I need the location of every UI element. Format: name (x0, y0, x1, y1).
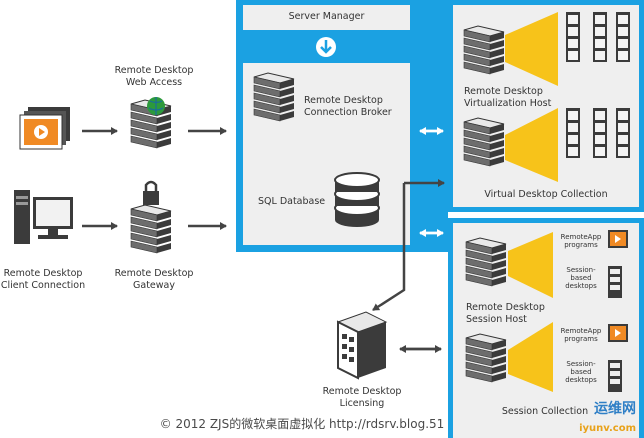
remoteapp-programs-label-1: RemoteApp programs (560, 233, 602, 249)
remoteapp-icon-2 (608, 324, 628, 342)
vm-rack-icon-2 (566, 108, 630, 158)
session-host-2-beam (508, 322, 553, 392)
session-host-2-icon (465, 333, 507, 383)
watermark-text: © 2012 ZJS的微软桌面虚拟化 http://rdsrv.blog.51 (159, 417, 445, 431)
session-host-label: Remote Desktop Session Host (466, 302, 545, 325)
session-desktops-label-2: Session- based desktops (565, 360, 597, 384)
session-desktop-icon-1 (608, 266, 622, 298)
client-pc-icon (14, 190, 73, 244)
sql-database-icon (334, 172, 380, 227)
watermark-logo-url: iyunv.com (579, 423, 636, 434)
web-access-server-icon (130, 97, 172, 149)
web-access-label: Remote Desktop Web Access (114, 65, 194, 88)
virtualization-host-2-icon (463, 117, 505, 167)
web-client-icon (19, 107, 70, 150)
session-host-1-icon (465, 237, 507, 287)
server-manager-label: Server Manager (288, 11, 365, 22)
server-manager-bar[interactable] (243, 5, 410, 30)
virtual-desktop-collection-label: Virtual Desktop Collection (484, 189, 608, 200)
virtualization-host-2-beam (505, 108, 558, 182)
gateway-label: Remote Desktop Gateway (114, 268, 194, 291)
virtualization-host-1-beam (505, 12, 558, 86)
virtualization-host-label: Remote Desktop Virtualization Host (464, 86, 552, 109)
connection-broker-label: Remote Desktop Connection Broker (304, 95, 392, 118)
virtualization-host-1-icon (463, 25, 505, 75)
session-collection-label: Session Collection (501, 406, 589, 417)
server-manager-down-icon (316, 37, 336, 57)
sql-database-label: SQL Database (258, 196, 326, 207)
vm-rack-icon (566, 12, 630, 62)
licensing-server-icon (336, 311, 388, 380)
client-connection-label: Remote Desktop Client Connection (0, 268, 86, 291)
watermark-logo-text: 运维网 (594, 401, 636, 417)
licensing-label: Remote Desktop Licensing (322, 386, 402, 409)
connection-broker-icon (253, 72, 295, 122)
remoteapp-programs-label-2: RemoteApp programs (560, 327, 602, 343)
remoteapp-icon-1 (608, 230, 628, 248)
watermark-logo: 运维网 iyunv.com (546, 398, 636, 434)
session-desktops-label-1: Session- based desktops (565, 266, 597, 290)
gateway-server-icon (130, 180, 172, 254)
session-host-1-beam (508, 232, 553, 298)
session-desktop-icon-2 (608, 360, 622, 392)
arrow-broker-to-licensing (372, 183, 406, 312)
